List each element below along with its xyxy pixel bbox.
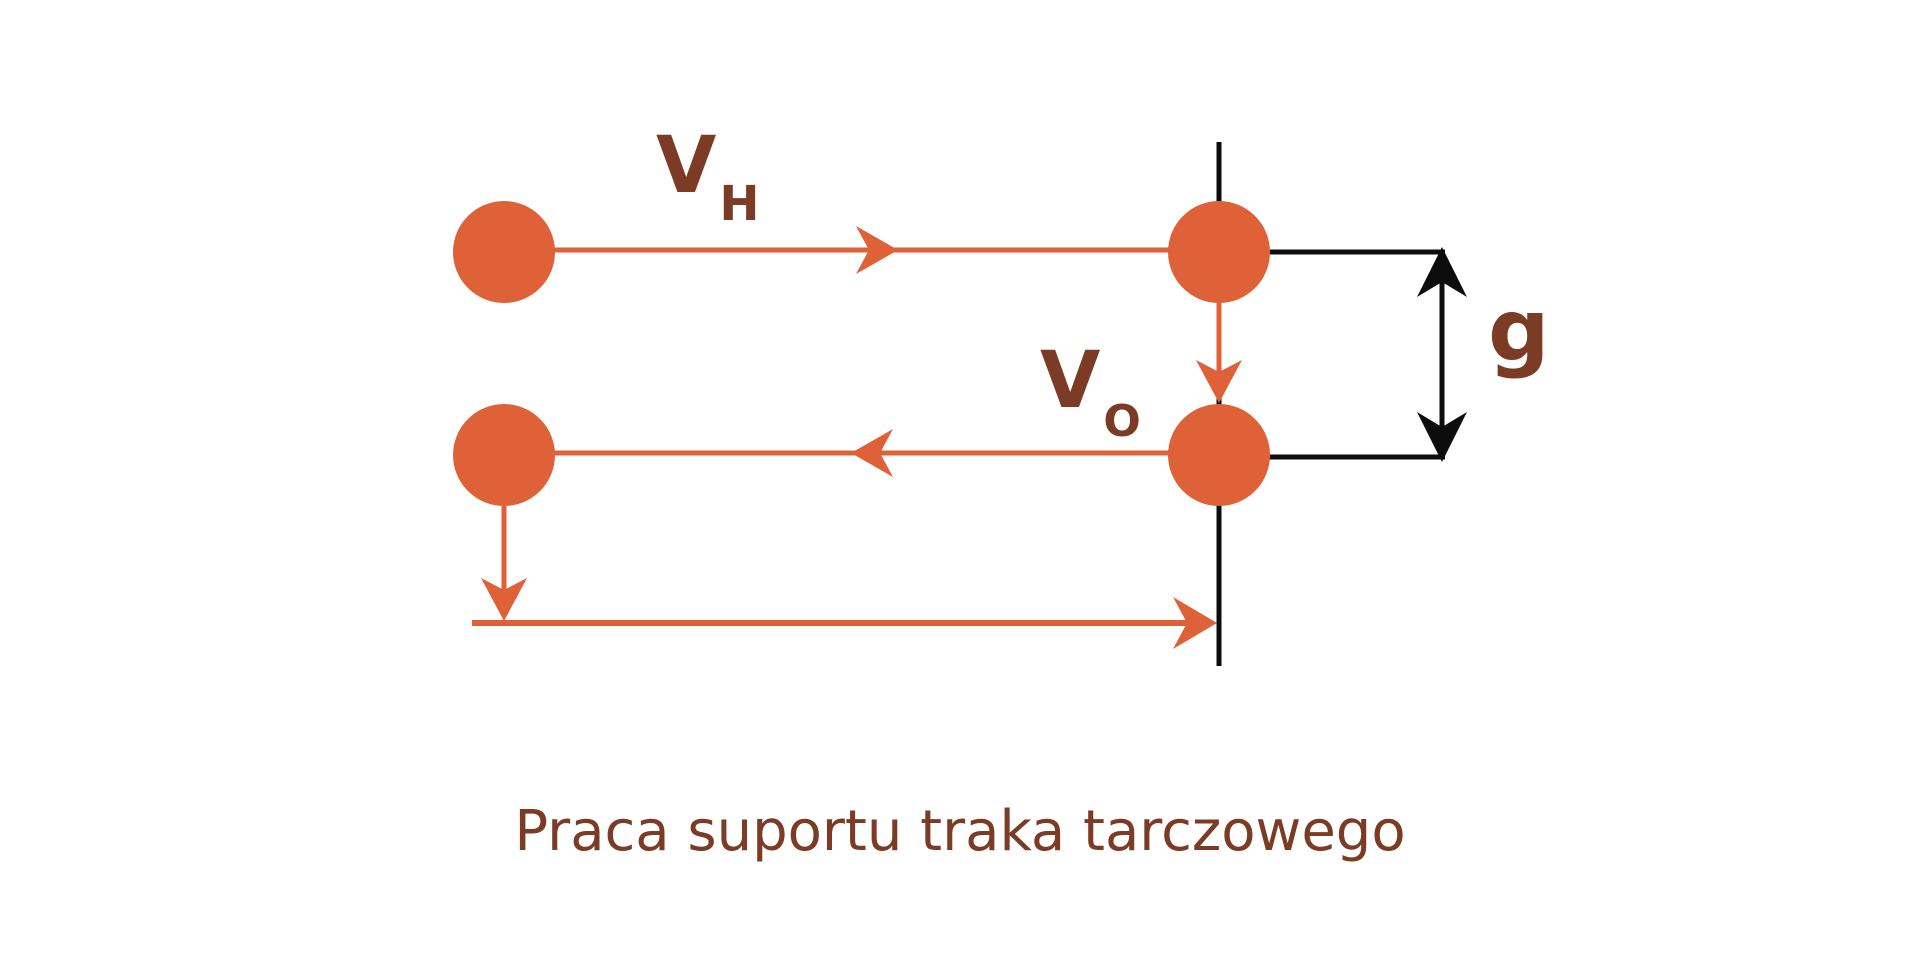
disc-bottom-right <box>1168 404 1270 506</box>
feed-speed-subscript: H <box>719 176 760 232</box>
return-speed-symbol: V <box>1040 336 1101 426</box>
return-speed-label: VO <box>1040 342 1141 444</box>
feed-speed-label: VH <box>656 127 760 228</box>
disc-top-right <box>1168 201 1270 303</box>
disc-bottom-left <box>453 404 555 506</box>
drop-step-arrowhead-icon <box>1196 360 1242 403</box>
gap-dimension-arrowhead-up-icon <box>1417 247 1467 297</box>
plunge-arrowhead-icon <box>481 578 527 621</box>
return-speed-subscript: O <box>1103 396 1141 447</box>
gap-dimension-arrowhead-down-icon <box>1417 412 1467 462</box>
bottom-feed-arrowhead-icon <box>1173 597 1217 649</box>
figure-caption: Praca suportu traka tarczowego <box>514 799 1406 864</box>
gap-label: g <box>1488 281 1550 381</box>
feed-speed-symbol: V <box>656 121 717 211</box>
return-stroke-arrowhead-icon <box>851 429 893 477</box>
disc-top-left <box>453 201 555 303</box>
feed-stroke-arrowhead-icon <box>856 226 898 274</box>
